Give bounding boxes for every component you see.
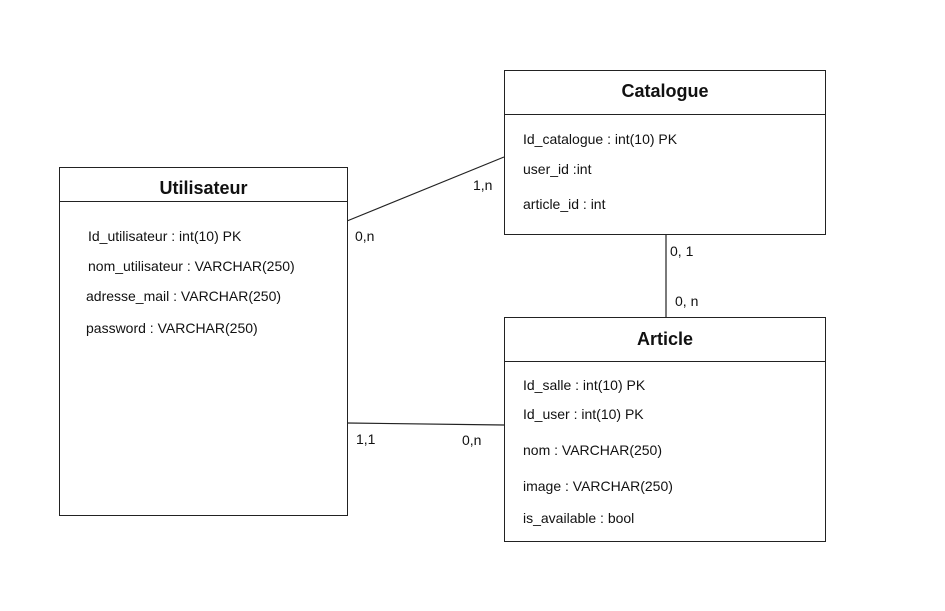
entity-divider <box>505 114 825 115</box>
attribute: Id_user : int(10) PK <box>523 406 644 422</box>
link-utilisateur-article <box>346 422 505 426</box>
attribute: password : VARCHAR(250) <box>86 320 258 336</box>
cardinality-label: 0, 1 <box>670 243 694 259</box>
entity-article[interactable]: Article Id_salle : int(10) PK Id_user : … <box>504 317 826 542</box>
attribute: Id_catalogue : int(10) PK <box>523 131 678 147</box>
entity-utilisateur[interactable]: Utilisateur Id_utilisateur : int(10) PK … <box>59 167 348 516</box>
entity-divider <box>505 361 825 362</box>
entity-catalogue[interactable]: Catalogue Id_catalogue : int(10) PK user… <box>504 70 826 235</box>
attribute: article_id : int <box>523 196 606 212</box>
entity-divider <box>60 201 347 202</box>
attribute: nom_utilisateur : VARCHAR(250) <box>88 258 295 274</box>
cardinality-label: 1,1 <box>356 431 376 447</box>
cardinality-label: 0, n <box>675 293 699 309</box>
entity-title: Utilisateur <box>159 178 248 198</box>
cardinality-label: 0,n <box>462 432 482 448</box>
attribute: image : VARCHAR(250) <box>523 478 673 494</box>
cardinality-label: 0,n <box>355 228 375 244</box>
entity-title: Catalogue <box>621 81 709 101</box>
cardinality-label: 1,n <box>473 177 493 193</box>
attribute: user_id :int <box>523 161 592 177</box>
attribute: is_available : bool <box>523 510 635 526</box>
link-utilisateur-catalogue <box>346 156 505 222</box>
attribute: Id_salle : int(10) PK <box>523 377 646 393</box>
attribute: Id_utilisateur : int(10) PK <box>88 228 242 244</box>
attribute: adresse_mail : VARCHAR(250) <box>86 288 282 304</box>
attribute: nom : VARCHAR(250) <box>523 442 663 458</box>
entity-title: Article <box>636 329 694 349</box>
